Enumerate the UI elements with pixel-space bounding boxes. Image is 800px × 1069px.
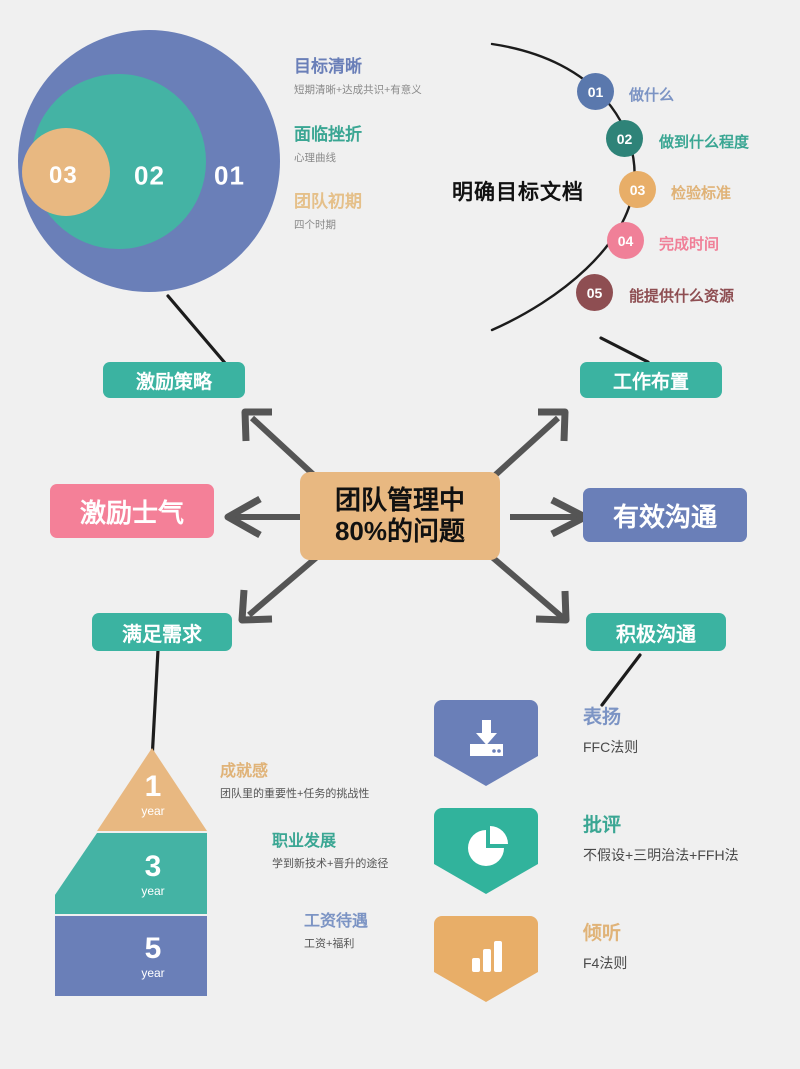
badge-criticism	[434, 808, 538, 894]
center-line-1: 团队管理中	[334, 485, 465, 516]
pyramid-num-unit: year	[141, 804, 165, 818]
pyramid-num-unit: year	[141, 966, 165, 980]
pyramid-num-3: 3 year	[123, 850, 183, 899]
arc-step-label-04: 完成时间	[659, 236, 720, 253]
arc-step-circle-02: 02	[606, 120, 643, 157]
venn-diagram: 01 02 03	[18, 30, 280, 292]
arc-step-circle-03: 03	[619, 171, 656, 208]
badge-title: 倾听	[583, 923, 622, 944]
badge-shape	[434, 916, 538, 1002]
arc-step-num: 04	[617, 232, 634, 249]
node-active-communication[interactable]: 积极沟通	[586, 613, 726, 651]
venn-legend: 目标清晰 短期清晰+达成共识+有意义 面临挫折 心理曲线 团队初期 四个时期	[294, 56, 484, 253]
arc-step-circle-04: 04	[607, 222, 644, 259]
arrow-left	[224, 495, 300, 539]
arc-step-circle-01: 01	[577, 73, 614, 110]
venn-legend-title: 目标清晰	[294, 57, 362, 76]
badge-title: 表扬	[583, 707, 622, 728]
bar-chart-icon	[472, 941, 502, 972]
venn-legend-sub: 心理曲线	[294, 151, 336, 164]
badge-sub: FFC法则	[583, 738, 639, 755]
arrow-down-right	[490, 554, 570, 624]
node-meet-needs[interactable]: 满足需求	[92, 613, 232, 651]
venn-legend-item: 目标清晰 短期清晰+达成共识+有意义	[294, 56, 484, 98]
arc-step-label-03: 检验标准	[671, 185, 732, 202]
arrow-right	[510, 496, 589, 538]
badge-listening	[434, 916, 538, 1002]
badge-legend-listening: 倾听 F4法则	[583, 922, 627, 972]
pyramid-legend-title: 工资待遇	[304, 913, 369, 930]
arrow-down-left	[238, 554, 319, 624]
pyramid-num-5: 5 year	[123, 932, 183, 981]
venn-label-02: 02	[134, 160, 165, 191]
center-line-2: 80%的问题	[334, 516, 466, 546]
badge-shape	[434, 808, 538, 894]
arc-step-num: 03	[629, 181, 646, 198]
pyramid-tier-1	[97, 748, 207, 831]
pyramid-tier-2	[42, 833, 207, 914]
badge-shape	[434, 700, 538, 786]
venn-legend-sub: 短期清晰+达成共识+有意义	[294, 83, 422, 96]
node-work-assignment[interactable]: 工作布置	[580, 362, 722, 398]
arrow-up-left	[241, 408, 320, 481]
arc-step-circle-05: 05	[576, 274, 613, 311]
node-effective-communication[interactable]: 有效沟通	[583, 488, 747, 542]
venn-legend-title: 团队初期	[294, 192, 362, 212]
badge-legend-praise: 表扬 FFC法则	[583, 706, 638, 756]
badge-title: 批评	[583, 815, 622, 836]
pyramid-legend-sub: 团队里的重要性+任务的挑战性	[220, 787, 370, 800]
arc-step-label-01: 做什么	[629, 87, 675, 104]
pyramid-num-value: 1	[144, 770, 162, 803]
pie-chart-icon	[468, 826, 508, 866]
line-needs-to-pyramid	[150, 648, 160, 762]
line-arc-to-work	[599, 336, 650, 364]
venn-legend-title: 面临挫折	[294, 124, 362, 144]
arc-step-num: 01	[587, 83, 604, 100]
arc-step-num: 05	[586, 284, 603, 301]
venn-legend-item: 面临挫折 心理曲线	[294, 124, 484, 166]
venn-legend-sub: 四个时期	[294, 219, 336, 232]
pyramid-legend-sub: 工资+福利	[304, 937, 355, 950]
pyramid-legend-2: 职业发展 学到新技术+晋升的途径	[272, 832, 388, 871]
node-center[interactable]: 团队管理中 80%的问题	[300, 472, 500, 560]
badge-sub: F4法则	[583, 954, 628, 971]
venn-label-03: 03	[49, 162, 78, 189]
venn-label-01: 01	[214, 160, 245, 191]
pyramid-num-1: 1 year	[123, 770, 183, 819]
pyramid-legend-sub: 学到新技术+晋升的途径	[272, 857, 389, 870]
pyramid-legend-1: 成就感 团队里的重要性+任务的挑战性	[220, 762, 369, 801]
line-venn-to-incentive	[166, 294, 227, 365]
venn-legend-item: 团队初期 四个时期	[294, 191, 484, 233]
node-incentive-strategy[interactable]: 激励策略	[103, 362, 245, 398]
badge-legend-criticism: 批评 不假设+三明治法+FFH法	[583, 814, 739, 864]
pyramid-legend-3: 工资待遇 工资+福利	[304, 912, 368, 951]
pyramid-legend-title: 职业发展	[272, 833, 337, 850]
pyramid-num-value: 5	[144, 932, 162, 965]
venn-circle-03	[22, 128, 110, 216]
node-boost-morale[interactable]: 激励士气	[50, 484, 214, 538]
pyramid-num-unit: year	[141, 884, 165, 898]
arrow-up-right	[489, 408, 569, 481]
arc-step-num: 02	[616, 130, 633, 147]
line-comm-to-badges	[600, 653, 642, 707]
badge-praise	[434, 700, 538, 786]
arc-step-label-02: 做到什么程度	[659, 134, 750, 151]
download-tray-icon	[470, 720, 503, 756]
pyramid-num-value: 3	[144, 850, 162, 883]
arc-title: 明确目标文档	[452, 181, 584, 204]
arc-step-label-05: 能提供什么资源	[629, 288, 735, 305]
badge-sub: 不假设+三明治法+FFH法	[583, 846, 739, 863]
pyramid-legend-title: 成就感	[220, 763, 269, 780]
